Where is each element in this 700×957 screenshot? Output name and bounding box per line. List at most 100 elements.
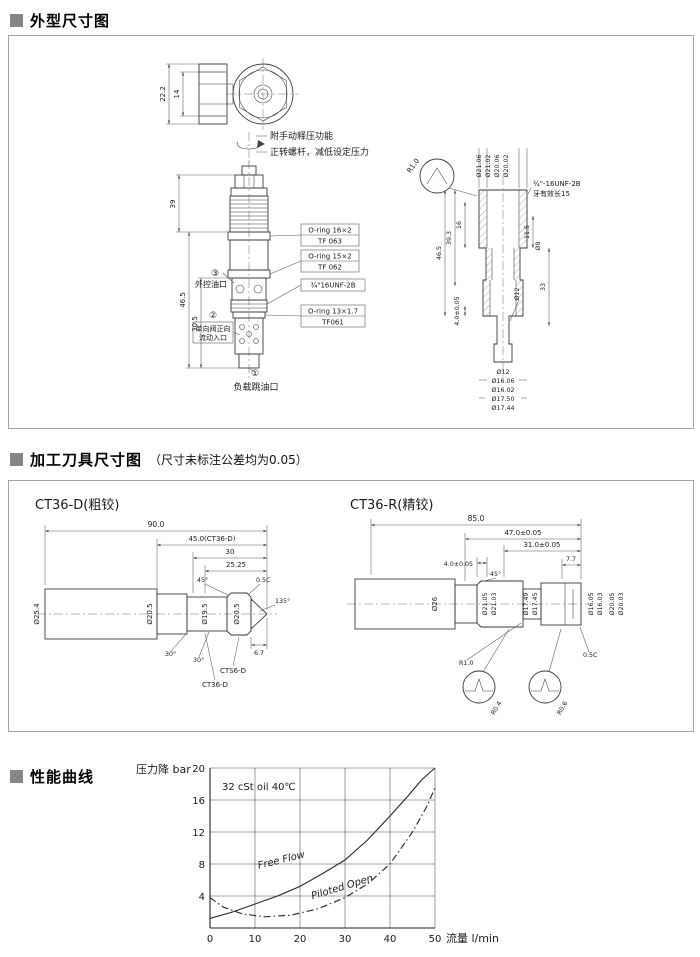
thread-label: ¾"16UNF-2B [310,282,355,290]
section-bullet-icon [10,770,23,783]
performance-chart: 压力降 bar 20 16 12 8 4 0 10 20 30 40 50 流量… [136,762,499,945]
cartridge-front-view [227,160,271,380]
dim-25-25: 25.25 [226,561,246,569]
section-thread-length: 牙有效长15 [533,189,570,198]
dia-17-44: Ø17.44 [492,404,515,412]
port3-number: ③ [211,269,219,279]
dim-16: 16 [456,221,463,229]
section-view-dimensions: Ø21.06 Ø21.02 Ø20.06 Ø20.02 ¾"-16UNF-2B … [436,148,581,412]
y-tick-12: 12 [192,828,205,839]
angle-45-right: 45° [490,570,501,578]
tools-panel: CT36-D(粗铰) 90.0 45.0(CT36-D) 30 [8,480,694,732]
x-tick-50: 50 [429,934,442,945]
y-tick-4: 4 [199,892,205,903]
dim-11-5: 11.5 [524,225,531,239]
x-tick-0: 0 [207,934,213,945]
dim-33: 33 [540,283,547,291]
section-header-performance: 性能曲线 [10,766,94,787]
port1-label: 负载跳油口 [233,381,278,393]
dia-20-5b: Ø20.5 [233,603,241,624]
front-view-dimensions: 39 46.5 30.5 [169,174,239,369]
dim-4-right: 4.0±0.05 [444,561,473,568]
r1-0-groove: R1.0 [459,660,473,667]
head-side-view: 22.2 14 [159,63,234,125]
section-title-performance: 性能曲线 [30,768,95,786]
note-manual-release: 附手动释压功能 [270,130,333,142]
dia-26: Ø26 [431,596,439,611]
section-thread-label: ¾"-16UNF-2B [533,180,581,188]
tool-ct36r-title: CT36-R(精铰) [350,498,433,513]
dim-46-5-section: 46.5 [436,246,443,260]
oring3-tf: TF061 [321,319,344,327]
outline-drawing: 22.2 14 [159,58,581,412]
dim-22-2: 22.2 [159,86,167,102]
oring1-label: O-ring 16×2 [308,227,351,235]
dim-31: 31.0±0.05 [523,541,560,549]
free-flow-label: Free Flow [257,849,307,872]
dim-85: 85.0 [468,514,485,523]
rotation-symbol [236,132,265,164]
note-turn-screw: 正转螺杆，减低设定压力 [270,146,369,158]
dia-21-05: Ø21.05 [481,593,489,616]
dia-17-50: Ø17.50 [492,395,515,403]
r0-4-label: R0.4 [490,700,503,716]
section-bullet-icon [10,453,23,466]
dia-20-06: Ø20.06 [493,155,501,178]
section-header-outline: 外型尺寸图 [10,10,110,31]
port2-label-line2: 流动入口 [199,333,227,342]
oring1-tf: TF 063 [317,238,342,246]
angle-30a: 30° [165,650,176,658]
label-ct36d: CT36-D [202,681,228,689]
port3-label: 外控油口 [195,279,227,289]
angle-135: 135° [275,597,290,605]
dia-16-02: Ø16.02 [492,386,515,394]
port-callouts: ③ 外控油口 ② 单向阀正向 流动入口 ① 负载跳油口 [192,269,279,393]
oil-annotation: 32 cSt oil 40℃ [222,782,296,793]
dia-25-4: Ø25.4 [33,603,41,625]
dim-39: 39 [169,200,177,209]
x-tick-20: 20 [294,934,307,945]
cartridge-section-view [478,176,528,378]
dia-20-05: Ø20.05 [608,593,616,616]
port1-number: ① [251,369,259,379]
x-axis-label: 流量 l/min [446,931,499,945]
oring-callouts: O-ring 16×2 TF 063 O-ring 15×2 TF 062 ¾"… [264,223,366,328]
y-tick-16: 16 [192,796,205,807]
piloted-open-label: Piloted Open [310,873,374,902]
dim-47: 47.0±0.05 [504,529,541,537]
dia-19-5: Ø19.5 [201,603,209,624]
oring3-label: O-ring 13×1.7 [308,308,358,316]
dia-21-02: Ø21.02 [484,155,492,178]
y-axis-label: 压力降 bar [136,762,191,776]
head-front-view [227,58,299,130]
tool-ct36r: CT36-R(精铰) 85.0 47.0±0.05 31.0±0.05 [347,498,625,716]
dia-20-03: Ø20.03 [617,593,625,616]
dia-12-side: Ø12 [513,288,521,301]
dim-90: 90.0 [148,520,165,529]
section-header-tools: 加工刀具尺寸图 （尺寸未标注公差均为0.05） [10,449,308,470]
tool-ct36d: CT36-D(粗铰) 90.0 45.0(CT36-D) 30 [33,498,290,689]
x-tick-10: 10 [249,934,262,945]
chamfer-05c-left: 0.5C [256,577,271,584]
port2-label-line1: 单向阀正向 [196,324,231,333]
outline-panel: 22.2 14 [8,35,694,429]
y-tick-8: 8 [199,860,205,871]
port2-number: ② [209,311,217,321]
tool-ct36d-title: CT36-D(粗铰) [35,498,119,513]
free-flow-curve [209,767,436,919]
dim-30: 30 [226,548,235,556]
dia-16-03: Ø16.03 [596,593,604,616]
r0-6-label: R0.6 [556,700,569,716]
dia-16-06: Ø16.06 [492,377,515,385]
dia-21-03: Ø21.03 [490,593,498,616]
dim-30-5: 30.5 [191,316,199,332]
label-cts6d: CTS6-D [220,667,246,675]
oring2-tf: TF 062 [317,264,342,272]
x-tick-30: 30 [339,934,352,945]
dia-8: Ø8 [534,242,542,251]
dim-39-3: 39.3 [446,231,453,245]
dim-6-7: 6.7 [254,650,264,657]
dia-20-02: Ø20.02 [502,155,510,178]
y-tick-20: 20 [192,764,205,775]
chart-grid [209,767,436,929]
